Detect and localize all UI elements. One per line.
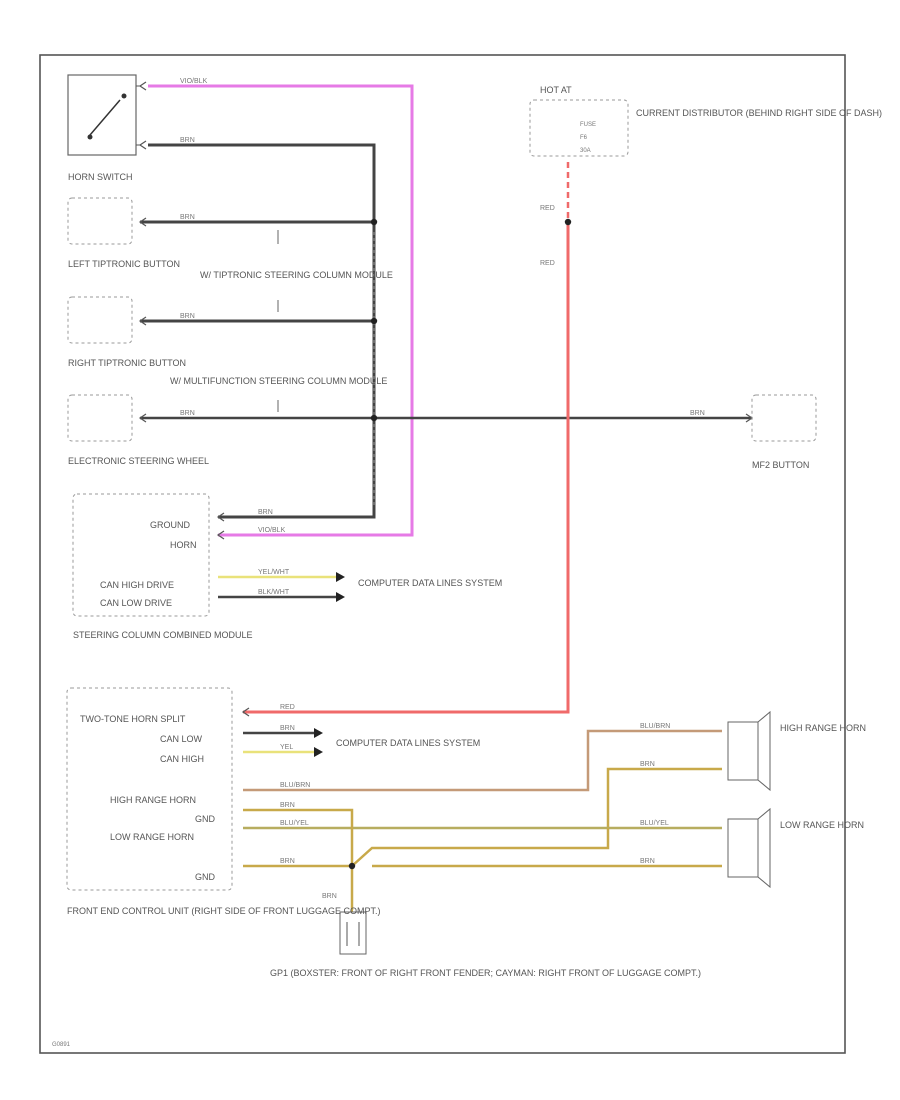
front-end-control-box <box>66 687 233 891</box>
wire-label-brn-2: BRN <box>180 214 195 221</box>
wire-brn-gnd1 <box>243 808 354 910</box>
wire-brn-high-horn <box>606 767 722 828</box>
wire-label-brn-8: BRN <box>280 802 295 809</box>
hot-at-pin-f6: F6 <box>580 135 588 141</box>
diagram-id: G0891 <box>52 1042 71 1048</box>
w-multifunction-label: W/ MULTIFUNCTION STEERING COLUMN MODULE <box>170 376 387 386</box>
wire-label-brn-3: BRN <box>180 313 195 320</box>
steering-module-box <box>72 493 210 617</box>
horn-low-symbol <box>727 807 771 889</box>
junction-dots <box>348 218 572 870</box>
hot-at-pin-30a: 30A <box>580 148 591 154</box>
wire-label-vio-blk: VIO/BLK <box>180 78 208 85</box>
steering-pin-horn: HORN <box>170 540 197 550</box>
ground-gp1-symbol <box>339 900 367 955</box>
front-pin-gnd2: GND <box>195 872 216 882</box>
low-horn-label: LOW RANGE HORN <box>780 820 864 830</box>
horn-high-symbol <box>727 710 771 792</box>
current-distributor-label: CURRENT DISTRIBUTOR (BEHIND RIGHT SIDE O… <box>636 108 882 118</box>
high-horn-label: HIGH RANGE HORN <box>780 723 866 733</box>
front-pin-high-range: HIGH RANGE HORN <box>110 795 196 805</box>
hot-at-pin-fuse: FUSE <box>580 122 596 128</box>
left-tiptronic-box <box>67 197 133 245</box>
wire-blu-brn <box>243 729 722 792</box>
front-end-control-label: FRONT END CONTROL UNIT (RIGHT SIDE OF FR… <box>67 906 381 916</box>
wire-label-blk-wht: BLK/WHT <box>258 589 290 596</box>
arrow-heads <box>314 572 345 757</box>
wire-label-red-1: RED <box>540 205 555 212</box>
front-pin-gnd1: GND <box>195 814 216 824</box>
wire-label-blu-brn-1: BLU/BRN <box>280 782 310 789</box>
connector-marks <box>138 81 754 717</box>
wire-label-blu-yel-1: BLU/YEL <box>280 820 309 827</box>
front-pin-horn-split: TWO-TONE HORN SPLIT <box>80 714 186 724</box>
wire-vio-blk <box>148 84 414 537</box>
steering-pin-ground: GROUND <box>150 520 190 530</box>
front-pin-can-low: CAN LOW <box>160 734 203 744</box>
wire-label-ground-brn: BRN <box>322 893 337 900</box>
steering-module-label: STEERING COLUMN COMBINED MODULE <box>73 630 253 640</box>
right-tiptronic-label: RIGHT TIPTRONIC BUTTON <box>68 358 186 368</box>
wire-label-red-2: RED <box>540 260 555 267</box>
wire-label-brn-4: BRN <box>180 410 195 417</box>
computer-data-label-1: COMPUTER DATA LINES SYSTEM <box>358 578 502 588</box>
wire-label-brn-11: BRN <box>640 858 655 865</box>
wire-label-yel: YEL <box>280 744 293 751</box>
mf2-button-label: MF2 BUTTON <box>752 460 809 470</box>
hot-at-fuse-box <box>529 99 629 157</box>
electronic-steering-label: ELECTRONIC STEERING WHEEL <box>68 456 209 466</box>
left-tiptronic-label: LEFT TIPTRONIC BUTTON <box>68 259 180 269</box>
electronic-steering-box <box>67 394 133 442</box>
horn-switch-label: HORN SWITCH <box>68 172 133 182</box>
steering-pin-can-low: CAN LOW DRIVE <box>100 598 172 608</box>
wire-label-blu-brn-2: BLU/BRN <box>640 723 670 730</box>
mf2-button-box <box>751 394 817 442</box>
wire-red-horn-split <box>243 222 570 714</box>
steering-pin-can-high: CAN HIGH DRIVE <box>100 580 174 590</box>
computer-data-label-2: COMPUTER DATA LINES SYSTEM <box>336 738 480 748</box>
right-tiptronic-box <box>67 296 133 344</box>
front-pin-can-high: CAN HIGH <box>160 754 204 764</box>
wire-label-brn-1: BRN <box>180 137 195 144</box>
w-tiptronic-label: W/ TIPTRONIC STEERING COLUMN MODULE <box>200 270 393 280</box>
gp1-label: GP1 (BOXSTER: FRONT OF RIGHT FRONT FENDE… <box>270 968 701 978</box>
wire-label-yel-wht: YEL/WHT <box>258 569 290 576</box>
wire-label-brn-10: BRN <box>640 761 655 768</box>
wire-label-brn-7: BRN <box>280 725 295 732</box>
wire-label-blu-yel-2: BLU/YEL <box>640 820 669 827</box>
wire-brn-low-horn-jog <box>351 828 610 867</box>
horn-switch-symbol <box>67 74 140 156</box>
wire-label-brn-6: BRN <box>258 509 273 516</box>
front-pin-low-range: LOW RANGE HORN <box>110 832 194 842</box>
wire-label-vio-blk-2: VIO/BLK <box>258 527 286 534</box>
wire-label-red-3: RED <box>280 704 295 711</box>
wire-label-brn-5: BRN <box>690 410 705 417</box>
hot-at-label: HOT AT <box>540 85 572 95</box>
wire-label-brn-9: BRN <box>280 858 295 865</box>
diagram-border <box>39 54 846 1054</box>
